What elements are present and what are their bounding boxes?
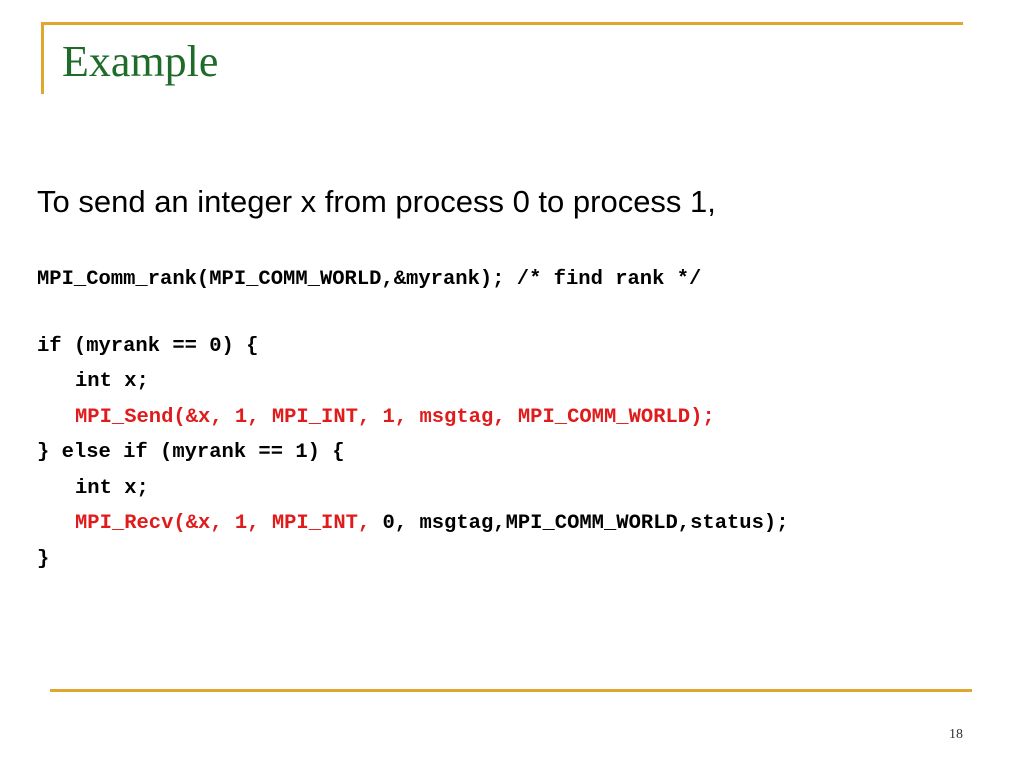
code-line-if-rank-0: if (myrank == 0) { xyxy=(37,334,259,358)
code-line-mpi-send: MPI_Send(&x, 1, MPI_INT, 1, msgtag, MPI_… xyxy=(75,405,715,429)
code-block: MPI_Comm_rank(MPI_COMM_WORLD,&myrank); /… xyxy=(37,262,789,577)
code-line-mpi-recv: MPI_Recv(&x, 1, MPI_INT, 0, msgtag,MPI_C… xyxy=(37,506,789,542)
footer-divider-line xyxy=(50,689,972,692)
code-line-closing-brace: } xyxy=(37,547,50,571)
code-line-comm-rank: MPI_Comm_rank(MPI_COMM_WORLD,&myrank); /… xyxy=(37,268,702,291)
code-line-else-if-rank-1: } else if (myrank == 1) { xyxy=(37,441,345,464)
page-number: 18 xyxy=(949,727,963,742)
slide-title: Example xyxy=(62,37,219,86)
code-mpi-recv-highlight: MPI_Recv(&x, 1, MPI_INT, xyxy=(75,512,371,535)
code-mpi-recv-rest: 0, msgtag,MPI_COMM_WORLD,status); xyxy=(370,512,789,535)
intro-text: To send an integer x from process 0 to p… xyxy=(37,184,716,219)
code-line-int-x-second: int x; xyxy=(75,476,149,500)
title-accent-vertical-line xyxy=(41,22,44,94)
title-accent-horizontal-line xyxy=(41,22,963,25)
code-line-int-x-first: int x; xyxy=(75,370,149,393)
